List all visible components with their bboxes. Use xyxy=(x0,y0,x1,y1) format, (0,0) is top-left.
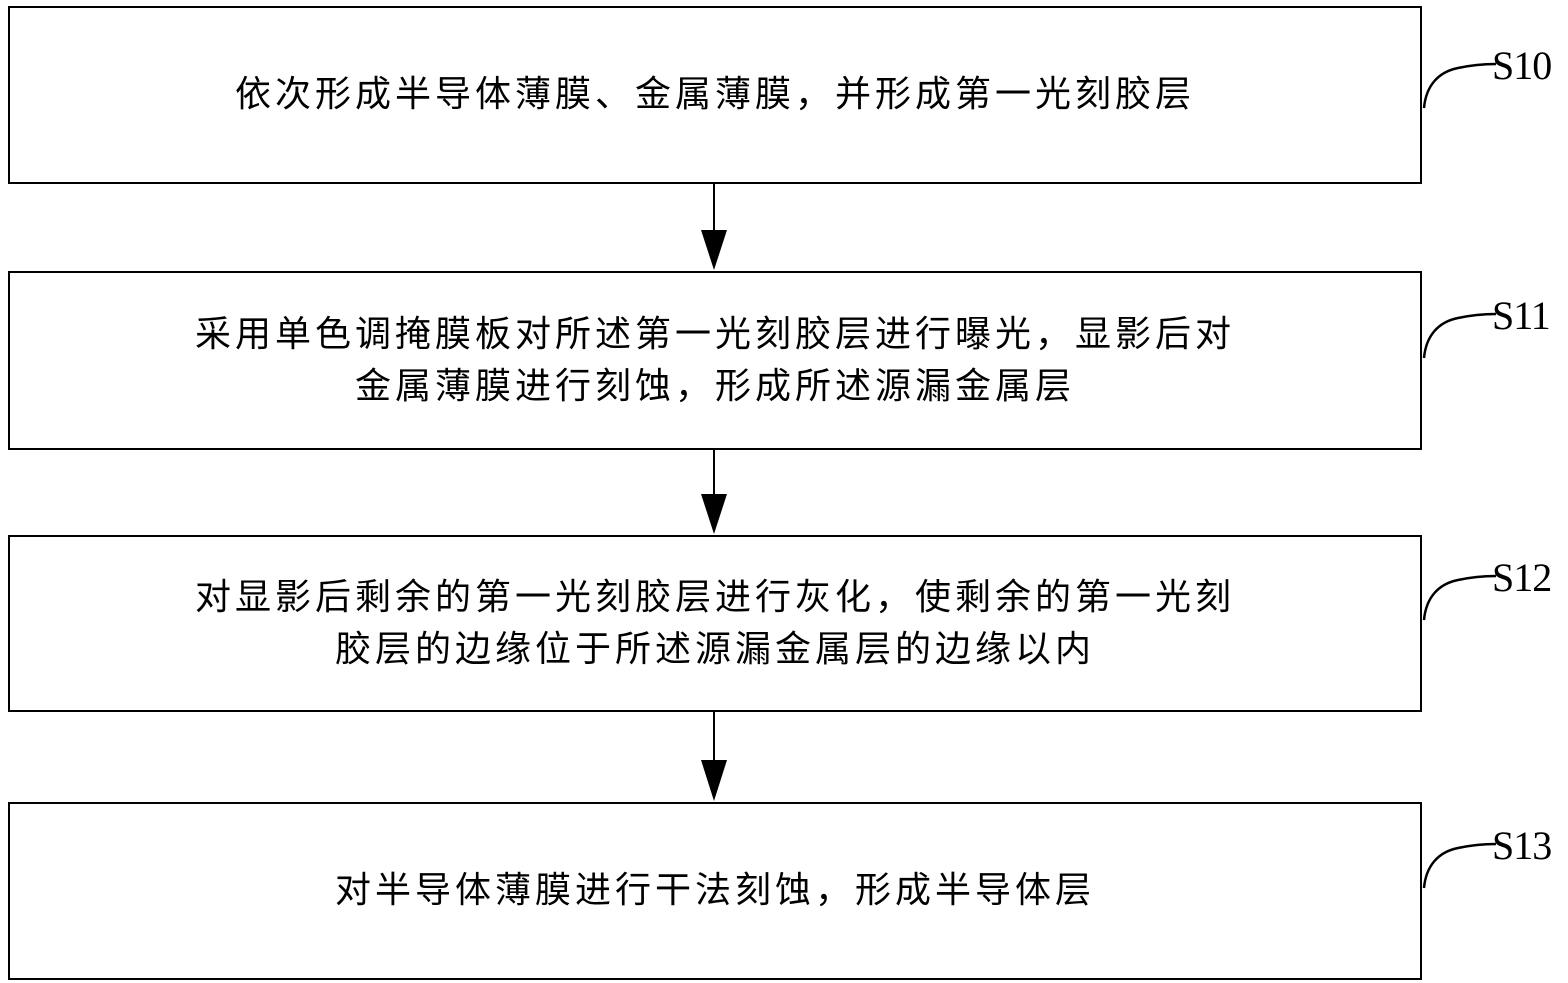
arrow-s10-to-s11 xyxy=(701,184,727,270)
arrow-s11-to-s12 xyxy=(701,450,727,534)
step-text-s12: 对显影后剩余的第一光刻胶层进行灰化，使剩余的第一光刻 胶层的边缘位于所述源漏金属… xyxy=(194,576,1235,670)
step-box-s12: 对显影后剩余的第一光刻胶层进行灰化，使剩余的第一光刻 胶层的边缘位于所述源漏金属… xyxy=(8,535,1422,712)
leader-line-s12 xyxy=(1422,574,1497,621)
step-box-s11: 采用单色调掩膜板对所述第一光刻胶层进行曝光，显影后对 金属薄膜进行刻蚀，形成所述… xyxy=(8,271,1422,450)
step-box-s13: 对半导体薄膜进行干法刻蚀，形成半导体层 xyxy=(8,802,1422,980)
leader-line-s13 xyxy=(1422,842,1497,889)
step-label-s13: S13 xyxy=(1492,823,1552,868)
leader-line-s10 xyxy=(1422,62,1497,109)
step-label-s11: S11 xyxy=(1492,293,1551,338)
arrow-s12-to-s13 xyxy=(701,712,727,801)
step-box-s10: 依次形成半导体薄膜、金属薄膜，并形成第一光刻胶层 xyxy=(8,6,1422,184)
step-label-s12: S12 xyxy=(1492,555,1552,600)
step-label-s10: S10 xyxy=(1492,43,1552,88)
step-text-s11: 采用单色调掩膜板对所述第一光刻胶层进行曝光，显影后对 金属薄膜进行刻蚀，形成所述… xyxy=(194,313,1235,407)
step-text-s13: 对半导体薄膜进行干法刻蚀，形成半导体层 xyxy=(334,870,1095,911)
step-text-s10: 依次形成半导体薄膜、金属薄膜，并形成第一光刻胶层 xyxy=(234,74,1195,115)
leader-line-s11 xyxy=(1422,312,1497,359)
